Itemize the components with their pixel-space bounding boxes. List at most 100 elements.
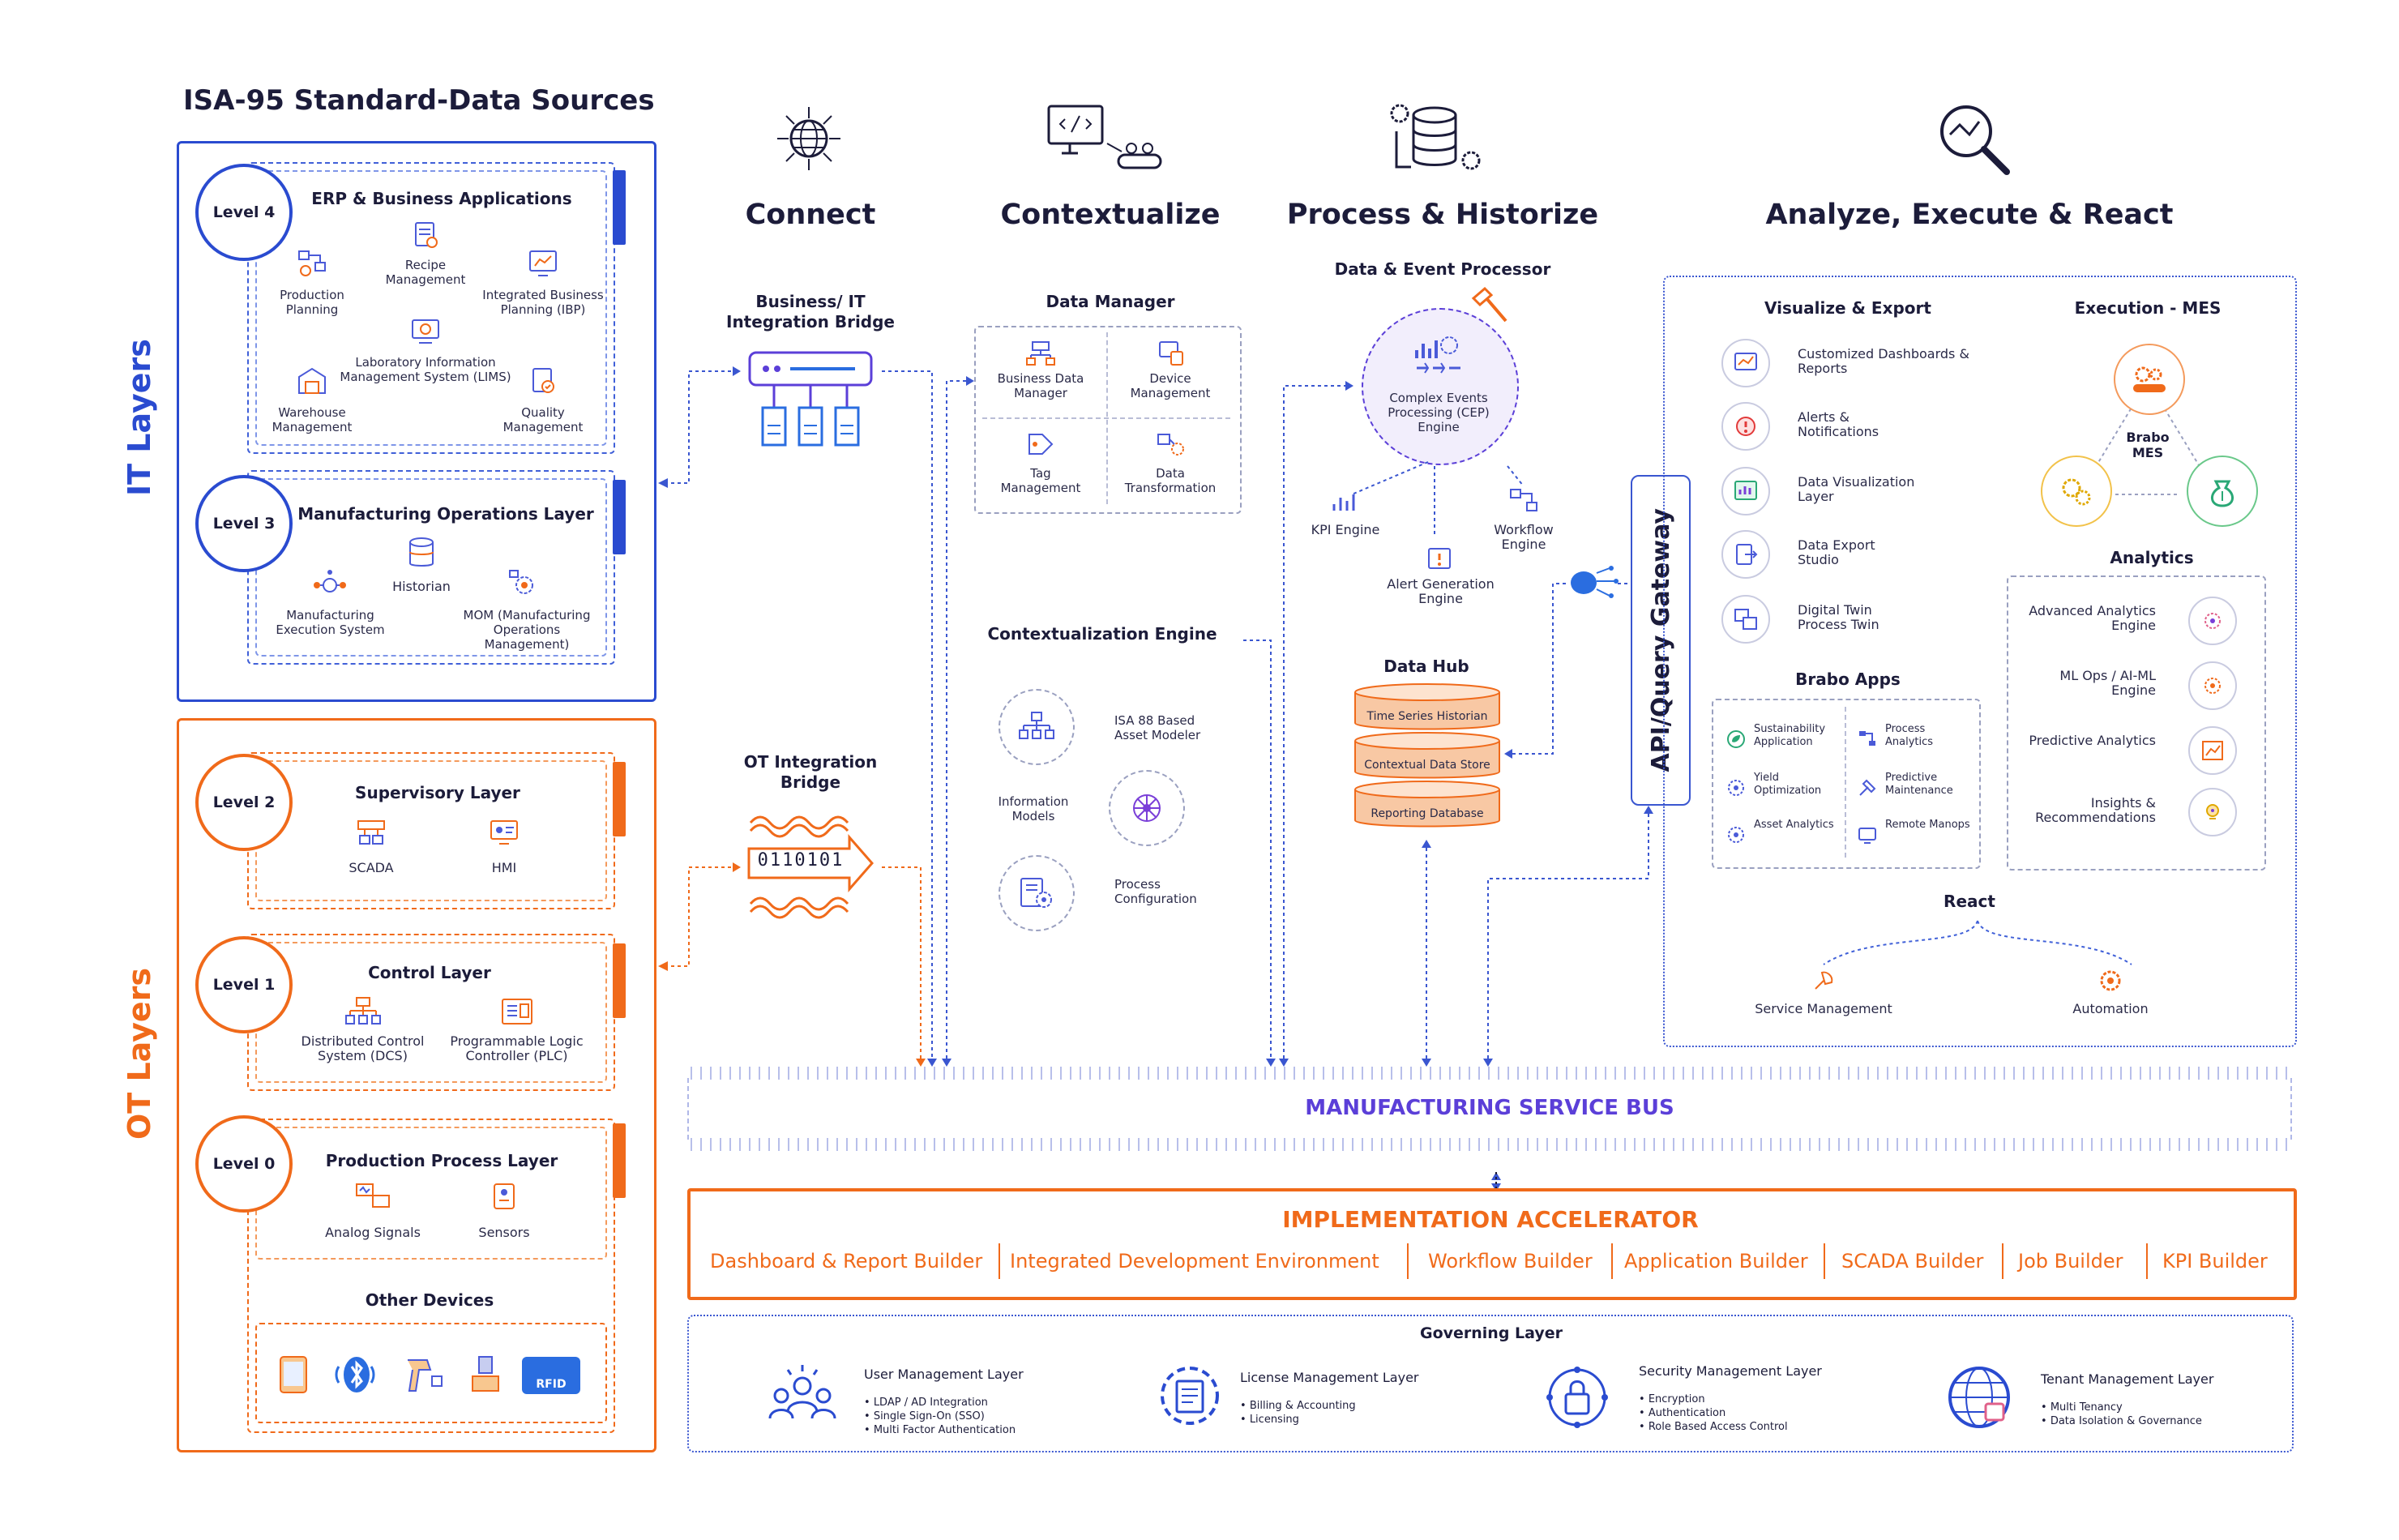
warehouse-management-icon xyxy=(294,365,330,397)
api-gateway: API/Query Gateway xyxy=(1631,475,1691,806)
level0-frame xyxy=(247,1119,615,1433)
it-bridge-title: Business/ IT Integration Bridge xyxy=(726,292,895,332)
it-layers-label: IT Layers xyxy=(122,339,157,496)
level2-title: Supervisory Layer xyxy=(355,783,520,802)
cep-circle xyxy=(1362,308,1519,465)
data-visualization-icon xyxy=(1721,467,1770,515)
acc-sep-5 xyxy=(2002,1243,2003,1279)
device-management-label: Device Management xyxy=(1130,371,1211,400)
acc-sep-2 xyxy=(1407,1243,1409,1279)
user-management-item-1: • LDAP / AD Integration xyxy=(864,1397,988,1409)
data-hub-title: Data Hub xyxy=(1383,657,1469,676)
process-configuration-icon xyxy=(999,855,1075,931)
alert-generation-icon xyxy=(1424,545,1456,572)
automation-icon xyxy=(2094,966,2127,995)
level3-tab xyxy=(613,480,626,554)
ot-bridge-icon: 0110101 xyxy=(744,806,882,936)
acc-sep-1 xyxy=(999,1243,1000,1279)
analog-signals-label: Analog Signals xyxy=(325,1225,421,1240)
analog-signals-icon xyxy=(353,1180,392,1213)
job-builder-item[interactable]: Job Builder xyxy=(2018,1250,2123,1273)
insights-icon xyxy=(2188,788,2237,836)
predictive-analytics-label: Predictive Analytics xyxy=(2029,733,2156,748)
scada-builder-item[interactable]: SCADA Builder xyxy=(1841,1250,1984,1273)
contextualization-engine-title: Contextualization Engine xyxy=(987,624,1217,644)
ibp-label: Integrated Business Planning (IBP) xyxy=(482,288,604,317)
level4-badge: Level 4 xyxy=(195,164,293,261)
license-management-title: License Management Layer xyxy=(1240,1370,1419,1385)
kpi-engine-label: KPI Engine xyxy=(1311,522,1380,537)
workflow-builder-item[interactable]: Workflow Builder xyxy=(1428,1250,1593,1273)
asset-analytics-icon xyxy=(1725,823,1747,846)
tenant-management-title: Tenant Management Layer xyxy=(2041,1371,2214,1387)
data-transformation-icon xyxy=(1155,430,1187,459)
user-management-icon xyxy=(762,1360,843,1433)
security-management-title: Security Management Layer xyxy=(1639,1363,1822,1379)
ide-item[interactable]: Integrated Development Environment xyxy=(1010,1250,1379,1273)
cep-label: Complex Events Processing (CEP) Engine xyxy=(1388,391,1490,434)
mes-top-icon xyxy=(2114,344,2185,415)
level2-tab xyxy=(613,762,626,836)
ibp-icon xyxy=(525,247,561,280)
mes-title: Execution - MES xyxy=(2074,298,2222,318)
level3-title: Manufacturing Operations Layer xyxy=(297,504,594,524)
react-title: React xyxy=(1944,892,1995,911)
event-processor-title: Data & Event Processor xyxy=(1334,259,1551,279)
predictive-analytics-icon xyxy=(2188,726,2237,775)
workflow-engine-icon xyxy=(1507,486,1540,514)
level0-title: Production Process Layer xyxy=(325,1151,558,1170)
data-transformation-label: Data Transformation xyxy=(1124,466,1217,495)
cloud-connector-icon xyxy=(1566,563,1623,601)
historian-label: Historian xyxy=(392,579,451,594)
device-sensor-icon xyxy=(466,1352,505,1397)
analyze-icon xyxy=(1929,97,2018,178)
security-management-icon xyxy=(1537,1358,1618,1436)
brabo-apps-box xyxy=(1712,699,1981,869)
dm-divider-h xyxy=(982,417,1230,419)
acc-sep-6 xyxy=(2146,1243,2148,1279)
alerts-icon xyxy=(1721,402,1770,451)
data-visualization-label: Data Visualization Layer xyxy=(1798,474,1915,504)
tablet-icon xyxy=(276,1352,311,1397)
ot-bridge-title: OT Integration Bridge xyxy=(743,752,878,792)
level4-title: ERP & Business Applications xyxy=(311,189,572,208)
service-management-label: Service Management xyxy=(1755,1001,1892,1016)
mlops-label: ML Ops / AI-ML Engine xyxy=(2059,668,2156,698)
application-builder-item[interactable]: Application Builder xyxy=(1624,1250,1808,1273)
analyze-frame xyxy=(1663,276,2297,1047)
digital-twin-icon xyxy=(1721,595,1770,644)
contextualize-heading: Contextualize xyxy=(1000,199,1221,231)
cep-icon xyxy=(1410,324,1467,381)
mes-right-icon xyxy=(2187,456,2258,527)
advanced-analytics-label: Advanced Analytics Engine xyxy=(2029,603,2156,633)
kpi-builder-item[interactable]: KPI Builder xyxy=(2162,1250,2268,1273)
recipe-management-label: Recipe Management xyxy=(385,258,466,287)
contextualize-icon xyxy=(1044,101,1165,174)
asset-modeler-icon xyxy=(999,689,1075,765)
level1-badge: Level 1 xyxy=(195,936,293,1033)
visualize-title: Visualize & Export xyxy=(1764,298,1931,318)
production-planning-label: Production Planning xyxy=(280,288,344,317)
process-analytics-label: Process Analytics xyxy=(1885,723,1934,748)
bus-left-cap xyxy=(687,1078,697,1140)
dashboard-builder-item[interactable]: Dashboard & Report Builder xyxy=(710,1250,983,1273)
plc-icon xyxy=(498,995,537,1028)
license-management-item-2: • Licensing xyxy=(1240,1414,1299,1426)
dcs-icon xyxy=(344,995,383,1028)
advanced-analytics-icon xyxy=(2188,597,2237,645)
hub-reporting-db-label: Reporting Database xyxy=(1371,807,1484,820)
mes-label: Manufacturing Execution System xyxy=(276,608,385,637)
bus-right-cap xyxy=(2282,1078,2292,1140)
business-data-manager-label: Business Data Manager xyxy=(997,371,1084,400)
automation-label: Automation xyxy=(2072,1001,2149,1016)
hub-contextual-store-label: Contextual Data Store xyxy=(1364,759,1490,772)
it-layers-box xyxy=(177,141,656,702)
lims-label: Laboratory Information Management System… xyxy=(340,355,511,384)
level1-title: Control Layer xyxy=(368,963,491,982)
security-management-item-2: • Authentication xyxy=(1639,1407,1726,1419)
device-management-icon xyxy=(1155,339,1187,368)
recipe-management-icon xyxy=(408,219,443,251)
page-title: ISA-95 Standard-Data Sources xyxy=(183,84,655,117)
remote-manops-label: Remote Manops xyxy=(1885,819,1970,831)
alert-generation-label: Alert Generation Engine xyxy=(1387,576,1495,606)
